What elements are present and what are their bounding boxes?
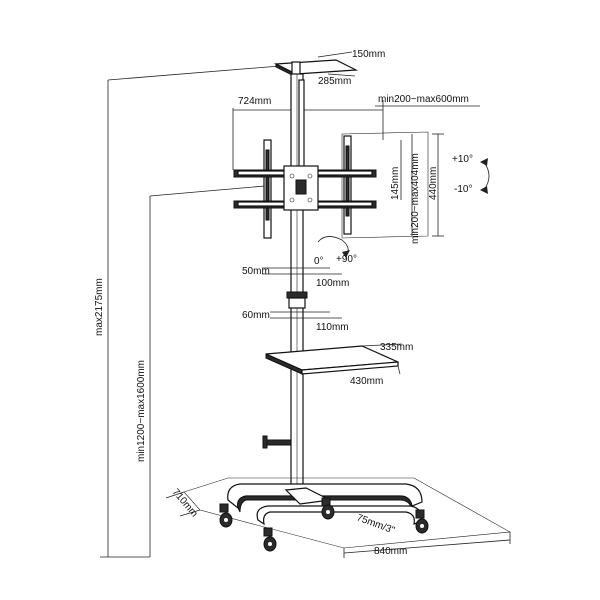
bracket-inner-height-label: 145mm bbox=[390, 167, 401, 200]
top-plate bbox=[273, 59, 359, 78]
shelf-depth-label: 335mm bbox=[380, 342, 413, 353]
caster-rear-right bbox=[415, 509, 429, 534]
caster-spec-label: 75mm/3" bbox=[355, 512, 396, 536]
column-clamp bbox=[286, 291, 308, 309]
top-plate-depth-label: 285mm bbox=[318, 76, 351, 87]
bracket-width-label: 724mm bbox=[238, 96, 271, 107]
base-width-label: 840mm bbox=[374, 546, 407, 557]
clamp-upper-b-label: 100mm bbox=[316, 278, 349, 289]
clamp-lower-a-label: 60mm bbox=[242, 310, 270, 321]
tilt-down-label: -10° bbox=[454, 184, 472, 195]
bracket-height-label: 440mm bbox=[428, 167, 439, 200]
tv-bracket bbox=[233, 135, 377, 239]
clamp-lower-b-label: 110mm bbox=[316, 322, 349, 333]
vesa-horizontal-label: min200~max600mm bbox=[378, 94, 469, 105]
rotate-min-label: 0° bbox=[314, 256, 324, 267]
caster-front-right bbox=[263, 527, 277, 552]
shelf-width-label: 430mm bbox=[350, 376, 383, 387]
upper-clamp-dimension bbox=[262, 267, 342, 275]
rotate-max-label: +90° bbox=[336, 254, 357, 265]
vesa-vertical-label: min200~max404mm bbox=[410, 153, 421, 244]
rotation-arrow-icon bbox=[317, 236, 350, 258]
height-range-dimension bbox=[149, 185, 266, 557]
caster-front-left bbox=[219, 503, 233, 528]
tilt-arrow-icon bbox=[480, 158, 490, 194]
top-plate-width-label: 150mm bbox=[352, 49, 385, 60]
av-shelf bbox=[265, 343, 403, 375]
overall-height-dimension bbox=[100, 65, 281, 558]
top-plate-dimensions bbox=[317, 51, 356, 77]
caster-rear-left bbox=[321, 497, 335, 520]
stand-column bbox=[290, 73, 305, 491]
base-outline bbox=[165, 477, 511, 558]
lower-clamp-dimension bbox=[270, 311, 342, 319]
bracket-width-dimension bbox=[232, 100, 384, 170]
tilt-up-label: +10° bbox=[452, 154, 473, 165]
stand-base bbox=[227, 483, 423, 526]
max-height-label: max2175mm bbox=[94, 278, 105, 336]
cable-hook bbox=[262, 435, 292, 449]
clamp-upper-a-label: 50mm bbox=[242, 266, 270, 277]
height-range-label: min1200~max1600mm bbox=[136, 360, 147, 462]
